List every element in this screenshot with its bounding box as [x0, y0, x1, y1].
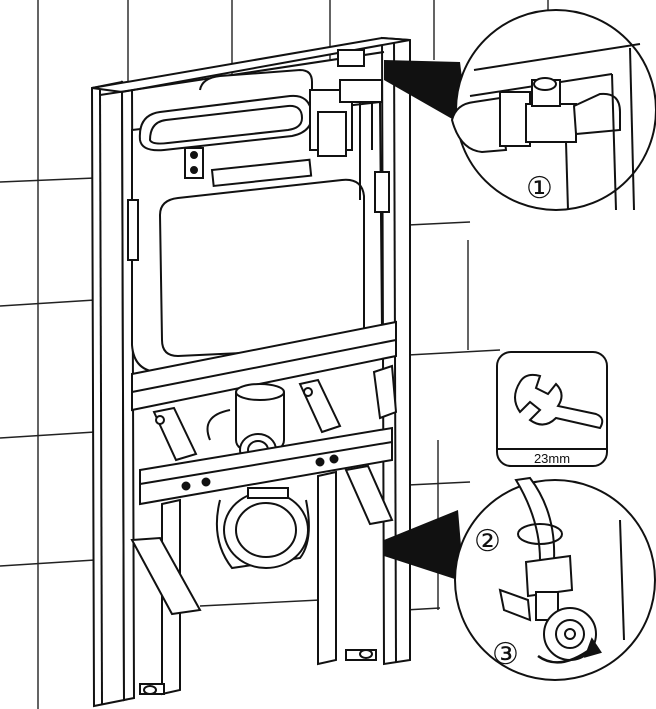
- wrench-icon: [496, 351, 608, 467]
- frame-leg-left: [130, 498, 202, 696]
- step-1-label: ①: [526, 171, 553, 206]
- inlet-valve-assembly: [309, 49, 383, 200]
- mounting-bracket-right: [298, 364, 398, 434]
- zoom-hose-detail: [498, 476, 625, 661]
- rotate-arrow-icon: [537, 637, 602, 664]
- callout-leader-top: [384, 60, 468, 128]
- frame-crossbar-lower: [139, 426, 393, 506]
- mounting-bracket-left: [152, 406, 198, 462]
- wall-tile-grid: [0, 0, 549, 709]
- frame-crossbar-upper: [131, 320, 397, 412]
- step-2-label: ②: [474, 524, 501, 559]
- cistern-tank: [131, 100, 384, 374]
- callout-leader-bottom: [384, 510, 464, 582]
- drain-elbow: [215, 487, 310, 570]
- cistern-hatch: [138, 68, 314, 152]
- wrench-size-label: 23mm: [534, 451, 570, 466]
- frame-leg-right: [317, 464, 394, 666]
- zoom-valve-detail: [450, 43, 641, 211]
- frame-brackets: [127, 171, 390, 261]
- frame-left-post: [90, 80, 136, 708]
- step-3-label: ③: [492, 637, 519, 672]
